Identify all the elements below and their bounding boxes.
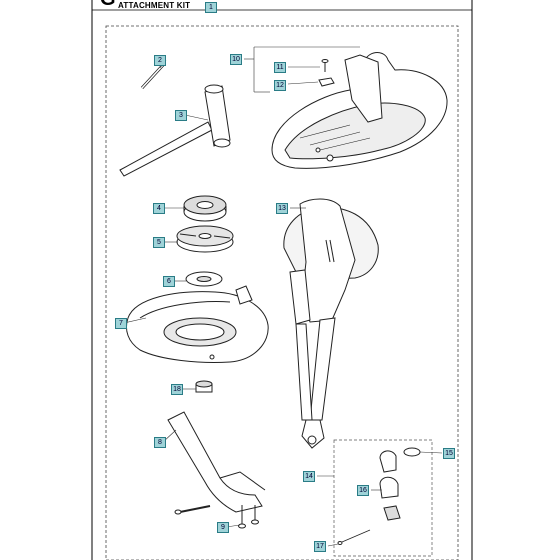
callout-2: 2: [154, 55, 166, 66]
part-spool: [176, 225, 234, 253]
callout-15: 15: [443, 448, 455, 459]
callout-18: 18: [171, 384, 183, 395]
callout-8: 8: [154, 437, 166, 448]
callout-9: 9: [217, 522, 229, 533]
leader-lines-right: [290, 207, 443, 547]
part-wrench: [119, 84, 231, 177]
part-cutting-guard: [126, 285, 269, 363]
callout-1: 1: [205, 2, 217, 13]
callout-4: 4: [153, 203, 165, 214]
callout-5: 5: [153, 237, 165, 248]
callout-11: 11: [274, 62, 286, 73]
callout-17: 17: [314, 541, 326, 552]
part-screw-and-nut: [318, 59, 335, 87]
part-rod: [140, 62, 166, 90]
kit-outline: [105, 25, 459, 560]
part-bolts: [238, 505, 259, 529]
callout-13: 13: [276, 203, 288, 214]
leader-lines-left: [123, 207, 241, 528]
part-nut: [195, 380, 213, 393]
section-title: ATTACHMENT KIT: [118, 1, 191, 10]
callout-12: 12: [274, 80, 286, 91]
part-spool-cap: [183, 195, 227, 222]
part-harness: [283, 198, 379, 449]
callout-3: 3: [175, 110, 187, 121]
part-trimmer-guard: [271, 52, 448, 169]
section-letter: G: [100, 0, 116, 11]
part-shaft-bracket: [167, 411, 266, 515]
callout-14: 14: [303, 471, 315, 482]
callout-6: 6: [163, 276, 175, 287]
leader-lines-top: [159, 46, 360, 121]
part-washer: [185, 271, 223, 287]
subkit-outline: [333, 439, 433, 557]
callout-16: 16: [357, 485, 369, 496]
callout-7: 7: [115, 318, 127, 329]
part-hook-assembly: [337, 447, 421, 545]
callout-10: 10: [230, 54, 242, 65]
